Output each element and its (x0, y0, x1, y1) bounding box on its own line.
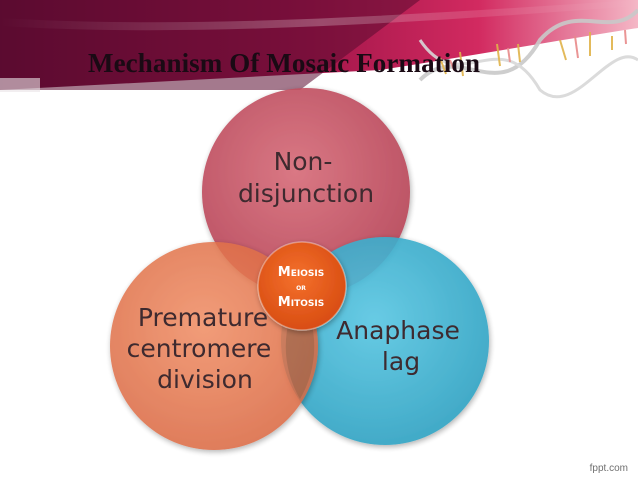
watermark-text: fppt.com (589, 463, 628, 474)
center-label-line3: MITOSIS (278, 295, 324, 310)
right-circle-label-line2: lag (382, 347, 420, 376)
venn-diagram (110, 88, 489, 450)
top-circle-label-line2: disjunction (238, 179, 374, 208)
dna-helix-icon (418, 8, 638, 99)
top-circle-label-line1: Non- (274, 147, 333, 176)
center-label-line2: OR (296, 285, 306, 292)
center-circle (257, 241, 347, 331)
left-circle-label-line3: division (157, 365, 253, 394)
left-circle-label-line2: centromere (127, 334, 272, 363)
center-label-line1: MEIOSIS (278, 265, 324, 280)
right-circle-label-line1: Anaphase (336, 316, 460, 345)
left-circle-label-line1: Premature (138, 303, 268, 332)
slide-title: Mechanism Of Mosaic Formation (88, 48, 481, 78)
